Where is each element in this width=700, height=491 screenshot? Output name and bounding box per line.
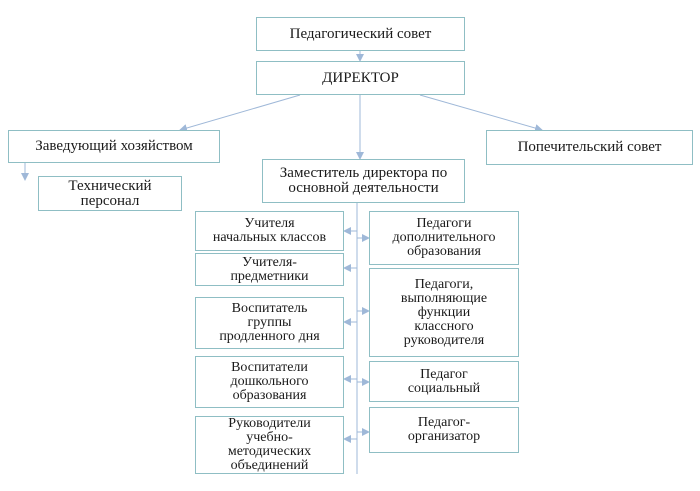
director-box: ДИРЕКТОР <box>256 61 465 95</box>
pedagogical-council-label: Педагогический совет <box>289 25 432 42</box>
preschool-box: Воспитатели дошкольного образования <box>195 356 344 408</box>
social-pedagogue-box: Педагог социальный <box>369 361 519 402</box>
pedagogical-council-box: Педагогический совет <box>256 17 465 51</box>
class-tutors-box: Педагоги, выполняющие функции классного … <box>369 268 519 357</box>
social-pedagogue-label: Педагог социальный <box>407 366 481 396</box>
head-housekeeping-label: Заведующий хозяйством <box>35 138 193 154</box>
tech-staff-box: Технический персонал <box>38 176 182 211</box>
class-tutors-label: Педагоги, выполняющие функции классного … <box>400 276 488 348</box>
primary-teachers-box: Учителя начальных классов <box>195 211 344 251</box>
method-heads-label: Руководители учебно- методических объеди… <box>227 416 312 473</box>
connector-director-trustees <box>419 94 543 132</box>
primary-teachers-label: Учителя начальных классов <box>212 216 327 245</box>
after-school-box: Воспитатель группы продленного дня <box>195 297 344 349</box>
deputy-director-box: Заместитель директора по основной деятел… <box>262 159 465 203</box>
connector-director-housekeeping <box>179 94 301 132</box>
method-heads-box: Руководители учебно- методических объеди… <box>195 416 344 474</box>
extra-education-label: Педагоги дополнительного образования <box>392 216 496 259</box>
organizer-box: Педагог- организатор <box>369 407 519 453</box>
extra-education-box: Педагоги дополнительного образования <box>369 211 519 265</box>
trustees-box: Попечительский совет <box>486 130 693 165</box>
tech-staff-label: Технический персонал <box>68 177 152 209</box>
after-school-label: Воспитатель группы продленного дня <box>219 301 320 344</box>
trustees-label: Попечительский совет <box>517 139 662 155</box>
deputy-director-label: Заместитель директора по основной деятел… <box>279 165 448 196</box>
preschool-label: Воспитатели дошкольного образования <box>230 360 309 403</box>
organizer-label: Педагог- организатор <box>407 415 481 444</box>
subject-teachers-label: Учителя- предметники <box>230 254 309 284</box>
director-label: ДИРЕКТОР <box>322 69 399 86</box>
head-housekeeping-box: Заведующий хозяйством <box>8 130 220 163</box>
subject-teachers-box: Учителя- предметники <box>195 253 344 286</box>
